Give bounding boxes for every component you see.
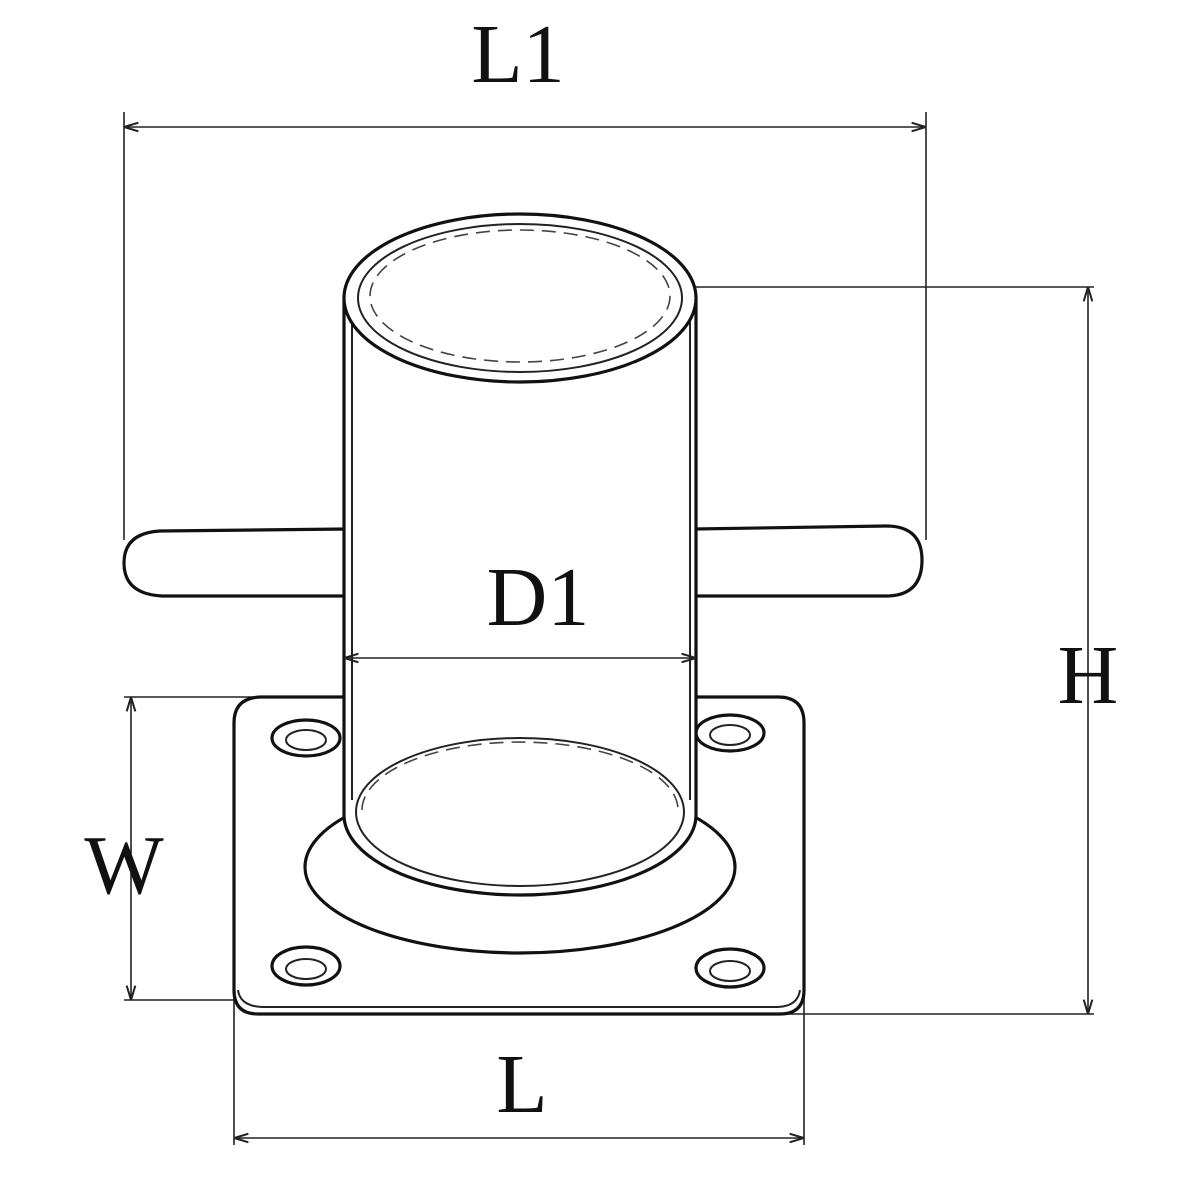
- bollard-post: [342, 296, 698, 897]
- post-top-cap: [342, 212, 698, 384]
- label-l1: L1: [471, 8, 564, 101]
- mounting-hole-top-left: [270, 718, 342, 758]
- cross-arm-left: [122, 527, 348, 598]
- dimension-l: [233, 985, 805, 1145]
- cross-arm-right: [692, 524, 924, 598]
- label-d1: D1: [487, 551, 590, 644]
- mounting-hole-top-right: [694, 713, 766, 753]
- dimension-l1: [123, 112, 927, 540]
- label-h: H: [1058, 629, 1119, 722]
- mounting-hole-bottom-left: [270, 945, 342, 987]
- label-w: W: [84, 819, 164, 912]
- post-bottom-hidden-edge: [355, 737, 685, 887]
- mounting-hole-bottom-right: [694, 947, 766, 989]
- label-l: L: [496, 1038, 547, 1131]
